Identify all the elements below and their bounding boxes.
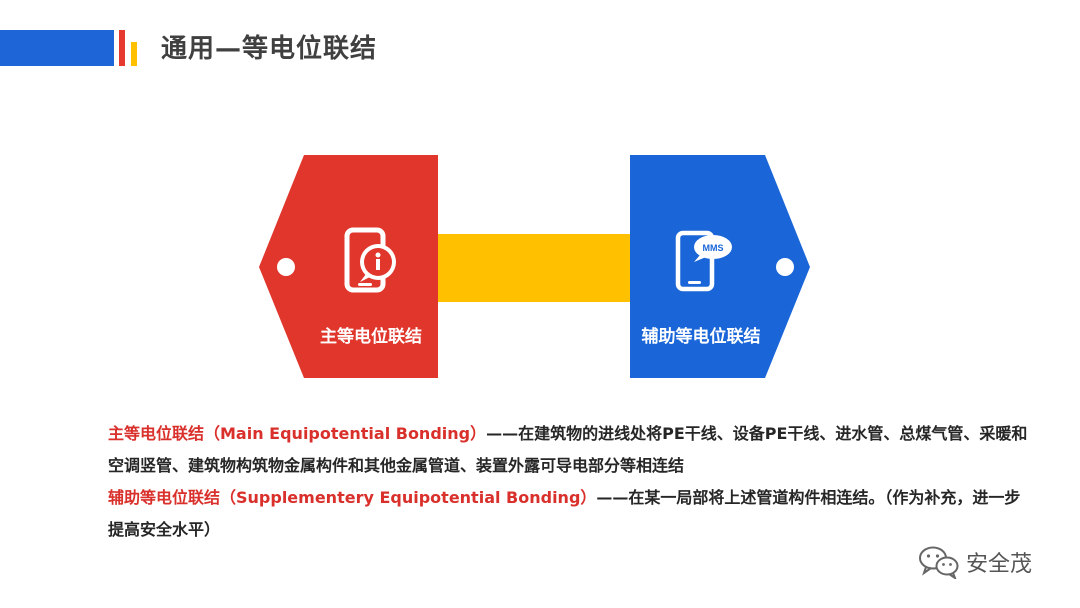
smartphone-info-icon	[344, 227, 396, 293]
supplementary-bonding-shape	[630, 155, 810, 378]
main-bonding-term: 主等电位联结（Main Equipotential Bonding）	[108, 424, 487, 443]
description-block: 主等电位联结（Main Equipotential Bonding）——在建筑物…	[108, 418, 1028, 546]
wechat-icon	[919, 546, 959, 579]
watermark: 安全茂	[918, 542, 1032, 582]
supplementary-bonding-label: 辅助等电位联结	[641, 327, 761, 347]
mms-badge: MMS	[703, 243, 724, 253]
supplementary-bonding-text: ——在某一局部将上述管道构件相连结。（作为补充，进一步提高安全水平）	[108, 488, 1021, 539]
supplementary-bonding-paragraph: 辅助等电位联结（Supplementery Equipotential Bond…	[108, 482, 1028, 546]
title-bar: 通用—等电位联结	[0, 0, 1080, 80]
page-title: 通用—等电位联结	[161, 34, 378, 64]
title-accent-yellow	[131, 42, 137, 66]
main-bonding-label: 主等电位联结	[320, 327, 422, 347]
title-accent-blue	[0, 30, 114, 66]
smartphone-mms-icon: MMS	[675, 230, 732, 292]
title-accent-red	[119, 30, 125, 66]
connector-bar	[438, 234, 630, 302]
right-hole	[776, 258, 794, 276]
main-bonding-text: ——在建筑物的进线处将PE干线、设备PE干线、进水管、总煤气管、采暖和空调竖管、…	[108, 424, 1028, 475]
main-bonding-paragraph: 主等电位联结（Main Equipotential Bonding）——在建筑物…	[108, 418, 1028, 482]
watermark-text: 安全茂	[966, 552, 1033, 577]
supplementary-bonding-term: 辅助等电位联结（Supplementery Equipotential Bond…	[108, 488, 597, 507]
left-hole	[277, 258, 295, 276]
